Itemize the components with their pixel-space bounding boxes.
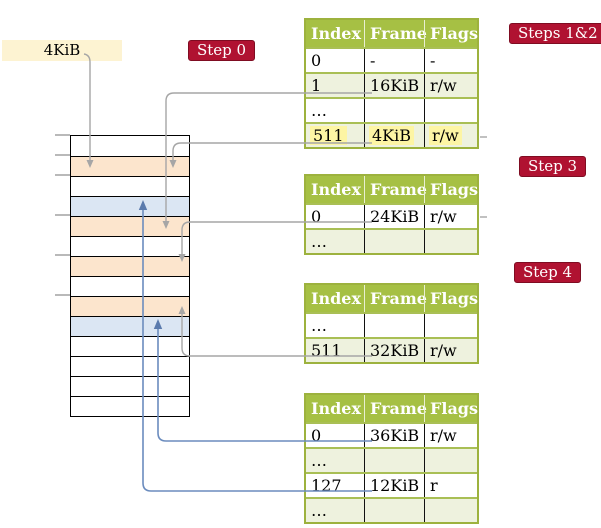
column-header-frame: Frame bbox=[364, 285, 427, 312]
column-header-index: Index bbox=[311, 180, 362, 199]
memory-frame-row-blue bbox=[71, 196, 189, 216]
column-header-flags: Flags bbox=[424, 176, 478, 203]
frame-cell: 4KiB bbox=[364, 124, 424, 147]
column-header-flags: Flags bbox=[424, 285, 478, 312]
memory-frame-row-white bbox=[71, 356, 189, 376]
table-row-index-…: … bbox=[306, 497, 477, 522]
table-row-index-0: 0 -- bbox=[306, 47, 477, 72]
index-cell: … bbox=[311, 451, 327, 470]
frame-cell bbox=[364, 449, 424, 472]
highlighted-value: 511 bbox=[310, 126, 347, 145]
column-header-frame: Frame bbox=[364, 20, 427, 47]
memory-frame-row-white bbox=[71, 236, 189, 256]
flags-cell: r/w bbox=[424, 74, 477, 97]
memory-frame-row-white bbox=[71, 336, 189, 356]
flags-cell bbox=[424, 449, 477, 472]
highlighted-value: r/w bbox=[429, 126, 462, 145]
index-cell: 0 bbox=[311, 207, 322, 226]
flags-cell: - bbox=[424, 49, 477, 72]
index-cell: 127 bbox=[311, 476, 342, 495]
index-cell: … bbox=[311, 232, 327, 251]
frame-cell bbox=[364, 499, 424, 522]
index-cell: 1 bbox=[311, 76, 322, 95]
table-row-index-…: … bbox=[306, 228, 477, 253]
frame-cell: 16KiB bbox=[364, 74, 424, 97]
memory-frame-row-blue bbox=[71, 316, 189, 336]
column-header-index: Index bbox=[311, 24, 362, 43]
flags-cell: r/w bbox=[424, 424, 477, 447]
frame-cell: 24KiB bbox=[364, 205, 424, 228]
memory-frame-row-white bbox=[71, 276, 189, 296]
memory-frame-row-orange bbox=[71, 256, 189, 276]
index-cell: 511 bbox=[306, 124, 364, 147]
row-pointer-stubs bbox=[480, 136, 487, 218]
column-header-frame: Frame bbox=[364, 395, 427, 422]
column-header-flags: Flags bbox=[424, 20, 478, 47]
memory-frame-row-orange bbox=[71, 296, 189, 316]
steps-1-2-label: Steps 1&2 bbox=[509, 23, 601, 44]
frame-cell bbox=[364, 230, 424, 253]
flags-cell: r bbox=[424, 474, 477, 497]
column-header-flags: Flags bbox=[424, 395, 478, 422]
frame-cell: 36KiB bbox=[364, 424, 424, 447]
memory-frame-row-white bbox=[71, 376, 189, 396]
index-cell: … bbox=[311, 101, 327, 120]
column-header-index: Index bbox=[311, 289, 362, 308]
frame-size-register-box: 4KiB bbox=[2, 40, 122, 61]
step-4-label: Step 4 bbox=[514, 262, 582, 283]
memory-frame-row-orange bbox=[71, 216, 189, 236]
flags-cell bbox=[424, 99, 477, 122]
physical-memory-column bbox=[70, 135, 190, 417]
table-row-index-…: … bbox=[306, 97, 477, 122]
index-cell: … bbox=[311, 501, 327, 520]
memory-frame-row-white bbox=[71, 396, 189, 416]
column-header-index: Index bbox=[311, 399, 362, 418]
table-row-index-…: … bbox=[306, 447, 477, 472]
flags-cell bbox=[424, 499, 477, 522]
index-cell: 511 bbox=[311, 341, 342, 360]
column-header-frame: Frame bbox=[364, 176, 427, 203]
flags-cell: r/w bbox=[424, 205, 477, 228]
frame-cell: - bbox=[364, 49, 424, 72]
step-3-label: Step 3 bbox=[519, 156, 587, 177]
table-row-index-511: 511 4KiB r/w bbox=[306, 122, 477, 147]
flags-cell bbox=[424, 314, 477, 337]
frame-cell bbox=[364, 314, 424, 337]
step-0-label: Step 0 bbox=[188, 40, 256, 61]
memory-frame-row-orange bbox=[71, 156, 189, 176]
index-cell: … bbox=[311, 316, 327, 335]
flags-cell: r/w bbox=[424, 339, 477, 362]
address-ticks bbox=[55, 134, 70, 296]
highlighted-value: 4KiB bbox=[369, 126, 415, 145]
flags-cell: r/w bbox=[424, 124, 477, 147]
frame-cell: 32KiB bbox=[364, 339, 424, 362]
table-row-index-…: … bbox=[306, 312, 477, 337]
flags-cell bbox=[424, 230, 477, 253]
frame-cell bbox=[364, 99, 424, 122]
memory-frame-row-white bbox=[71, 136, 189, 156]
memory-frame-row-white bbox=[71, 176, 189, 196]
frame-cell: 12KiB bbox=[364, 474, 424, 497]
index-cell: 0 bbox=[311, 426, 322, 445]
index-cell: 0 bbox=[311, 51, 322, 70]
